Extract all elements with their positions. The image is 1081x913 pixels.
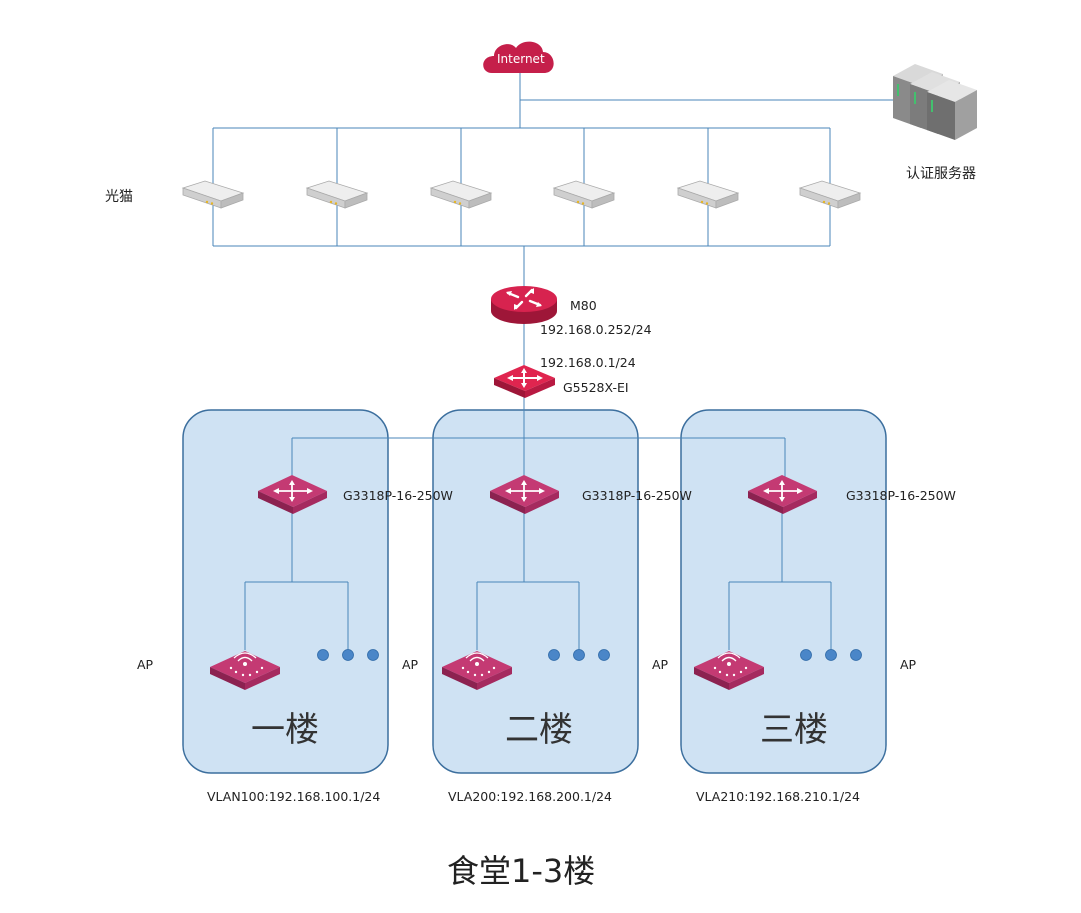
floor-3-switch-label: G3318P-16-250W	[846, 488, 956, 503]
more-devices-dots	[317, 649, 862, 661]
modem-group-label: 光猫	[105, 189, 133, 205]
internet-cloud-icon	[483, 41, 554, 73]
server-rack-icon	[893, 64, 977, 140]
floor-3-name: 三楼	[760, 710, 828, 750]
floor-switch-icon	[490, 475, 559, 514]
floor-3-ap-right-label: AP	[900, 657, 917, 672]
router-ip: 192.168.0.252/24	[540, 322, 652, 337]
access-point-icon	[442, 651, 512, 690]
modem-icon	[305, 180, 369, 209]
optical-modems	[181, 180, 862, 209]
access-point-icon	[694, 651, 764, 690]
modem-icon	[429, 180, 493, 209]
modem-icon	[181, 180, 245, 209]
floor-1-ap-left-label: AP	[137, 657, 154, 672]
diagram-footer-title: 食堂1-3楼	[447, 852, 596, 890]
floor-1-ap-right-label: AP	[402, 657, 419, 672]
floor-2-ap-right-label: AP	[652, 657, 669, 672]
core-switch-ip: 192.168.0.1/24	[540, 355, 636, 370]
modem-icon	[676, 180, 740, 209]
internet-label: Internet	[497, 52, 545, 66]
floor-1-switch-label: G3318P-16-250W	[343, 488, 453, 503]
router-icon	[491, 286, 557, 324]
auth-server-label: 认证服务器	[906, 166, 976, 182]
floor-switch-icon	[748, 475, 817, 514]
router-name: M80	[570, 298, 597, 313]
floor-3-vlan-label: VLA210:192.168.210.1/24	[696, 789, 860, 804]
core-switch-icon	[494, 365, 555, 398]
floor-1-name: 一楼	[251, 710, 319, 750]
floor-switch-icon	[258, 475, 327, 514]
core-switch-name: G5528X-EI	[563, 380, 629, 395]
access-point-icon	[210, 651, 280, 690]
floor-2-vlan-label: VLA200:192.168.200.1/24	[448, 789, 612, 804]
floor-1-vlan-label: VLAN100:192.168.100.1/24	[207, 789, 381, 804]
modem-icon	[798, 180, 862, 209]
modem-icon	[552, 180, 616, 209]
floor-2-name: 二楼	[505, 710, 573, 750]
floor-2-switch-label: G3318P-16-250W	[582, 488, 692, 503]
